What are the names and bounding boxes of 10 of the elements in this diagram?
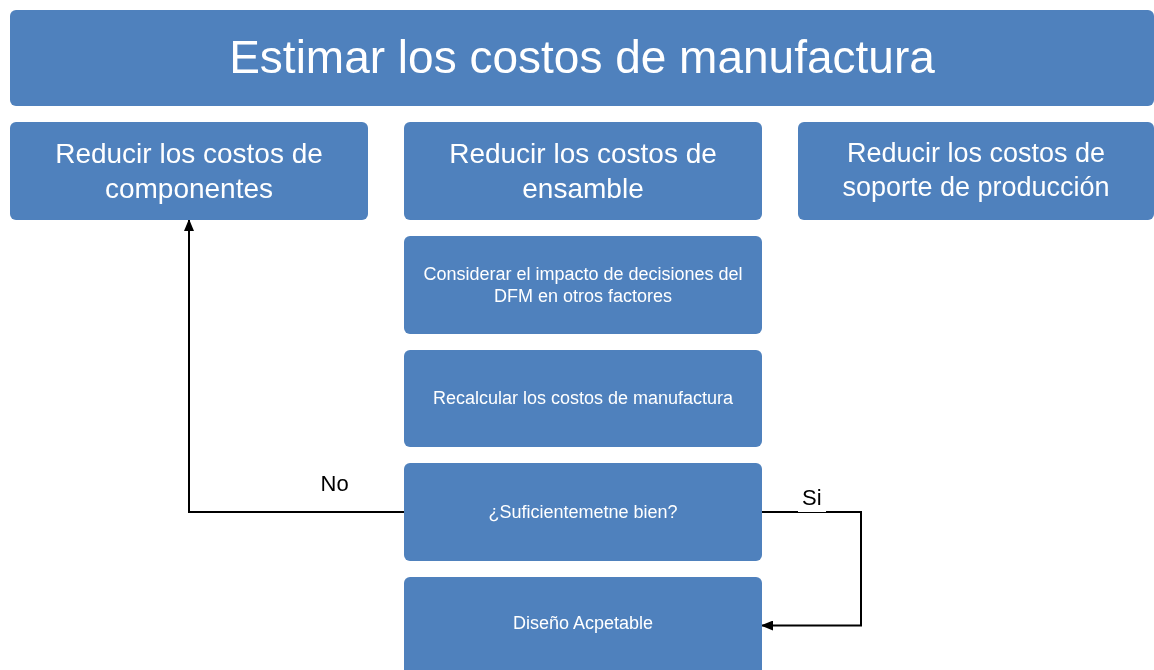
- title-box: Estimar los costos de manufactura: [10, 10, 1154, 106]
- connector-arrow: [761, 511, 862, 631]
- process-box: Diseño Acpetable: [404, 577, 762, 670]
- process-box: Recalcular los costos de manufactura: [404, 350, 762, 447]
- process-box: Reducir los costos de componentes: [10, 122, 368, 220]
- process-box: ¿Suficientemetne bien?: [404, 463, 762, 561]
- process-box: Reducir los costos de ensamble: [404, 122, 762, 220]
- connector-arrow: [184, 219, 405, 513]
- process-box: Reducir los costos de soporte de producción: [798, 122, 1154, 220]
- process-box: Considerar el impacto de decisiones del DFM en otros factores: [404, 236, 762, 334]
